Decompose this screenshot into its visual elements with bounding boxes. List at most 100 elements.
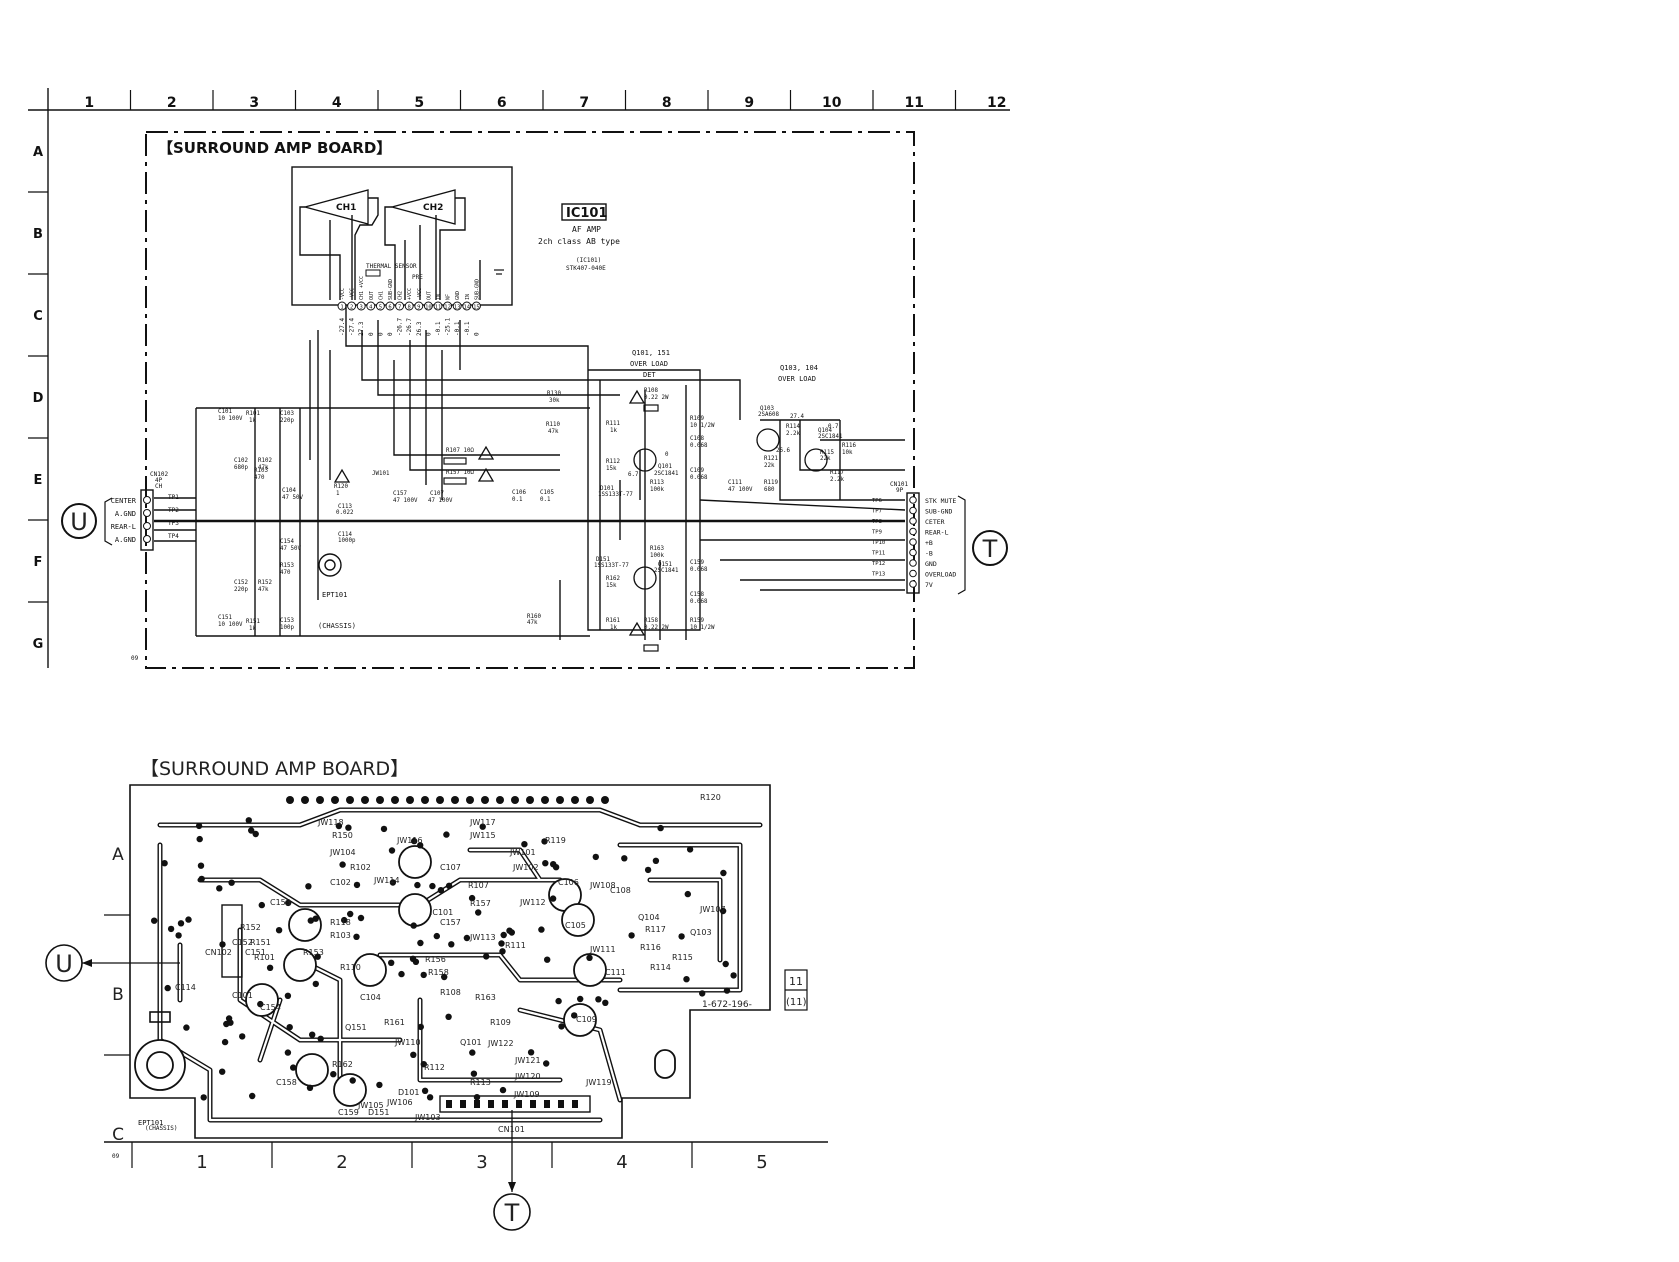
cn102-tp: TP3 (168, 520, 179, 527)
pcb-pad (151, 917, 158, 924)
part-label-c151: C151 (218, 615, 232, 621)
q101-title: Q101, 151 (632, 349, 670, 357)
pcb-grid-row-label: A (112, 845, 124, 865)
pcb-pad (549, 895, 557, 902)
part-label-r116: R116 (842, 443, 856, 449)
part-label-r108: R108 (644, 388, 658, 394)
pcb-pad (406, 796, 414, 804)
ic-pin (395, 301, 405, 311)
pcb-pad (285, 899, 292, 907)
part-label-r113v: 100k (650, 487, 664, 493)
ic101-block: CH1 CH2 THERMAL SENSOR PRE 1-VCC-27.42-V… (291, 166, 513, 336)
ic-pin-number: 1 (340, 305, 343, 311)
part-label-c113v: 0.022 (336, 510, 353, 516)
pcb-pad (185, 916, 192, 923)
part-label-r161: R161 (606, 618, 620, 624)
schematic-wiring (154, 305, 906, 652)
part-label-r159v: 10 1/2W (690, 625, 715, 631)
pcb-pad (284, 992, 292, 999)
part-label-c159: C159 (690, 560, 704, 566)
cn101-pin (909, 538, 917, 546)
part-label-c106v: 0.1 (512, 497, 523, 503)
pcb-grid-row-label: B (112, 985, 124, 1005)
ic-pin-voltage: 0 (473, 332, 480, 336)
pcb-pad (219, 941, 226, 948)
part-label-c109v: 0.068 (690, 475, 708, 481)
pcb-label: R103 (330, 931, 351, 940)
pcb-pad (499, 948, 506, 955)
pcb-pad (475, 909, 482, 916)
pcb-pad (451, 796, 459, 804)
part-label-q103v: 2SA608 (758, 412, 779, 418)
pcb-pad (196, 835, 203, 843)
part-label-r121: R121 (764, 456, 778, 462)
pcb-chassis-label: (CHASSIS) (145, 1125, 178, 1132)
pcb-pad (445, 1013, 452, 1020)
pcb-label: C114 (175, 983, 196, 992)
part-label-r115: R115 (820, 450, 834, 456)
pcb-pad (572, 1100, 578, 1108)
pcb-pad (410, 922, 417, 929)
pcb-pad (420, 1061, 427, 1068)
pcb-pad (446, 1100, 452, 1108)
part-label-r103v: 470 (254, 475, 265, 481)
grid-row-label: A (33, 145, 43, 160)
ic-desc2: 2ch class AB type (538, 237, 620, 246)
part-label-r108v: 0.22 2W (644, 395, 669, 401)
pcb-pad (200, 1094, 207, 1101)
pcb-capacitor (283, 948, 317, 982)
ref-u-label: U (70, 508, 88, 536)
pcb-pad (161, 860, 168, 867)
part-label-d151v: 1SS133T-77 (594, 563, 629, 569)
ic-pin (375, 301, 385, 311)
part-label-v67: 6.7 (628, 472, 639, 478)
cn102-sub: 4P (155, 477, 163, 484)
part-label-c158v: 0.068 (690, 599, 708, 605)
pcb-pad (571, 796, 579, 804)
ref-circle-u (61, 503, 97, 539)
pcb-pad (391, 796, 399, 804)
pcb-ref-circle-t (493, 1193, 531, 1231)
ic-pin (433, 301, 443, 311)
pcb-pad (290, 1064, 297, 1071)
ic-pin (385, 301, 395, 311)
pcb-pad (357, 914, 365, 922)
pcb-pad (398, 970, 405, 978)
ic-part: (IC101) (576, 257, 601, 264)
pcb-pad (380, 825, 388, 833)
part-label-r112: R112 (606, 459, 620, 465)
part-label-r101v: 1k (249, 418, 256, 424)
cn101-tp: TP9 (872, 530, 882, 536)
part-label-r114: R114 (786, 424, 800, 430)
cn101-pin (909, 559, 917, 567)
part-label-c151v: 10 100V (218, 622, 243, 628)
pcb-label: JW103 (414, 1113, 441, 1122)
ic-pin-number: 4 (369, 305, 373, 311)
pcb-label: R151 (250, 938, 271, 947)
grid-row-label: E (34, 473, 43, 488)
part-label-r151: R151 (246, 619, 260, 625)
pcb-label: JW122 (487, 1039, 514, 1048)
part-label-q103: Q103 (760, 406, 774, 412)
ic-pin-number: 15 (473, 305, 480, 311)
pcb-pad (473, 1094, 481, 1101)
cn101-pin (909, 569, 917, 578)
pcb-pad (443, 831, 450, 838)
pcb-capacitor (333, 1073, 367, 1107)
part-label-c153: C153 (280, 618, 294, 624)
ic-pin-name: +VCC (407, 288, 413, 300)
grid-col-label: 9 (744, 95, 754, 111)
pcb-pad (388, 847, 396, 854)
part-label-r107: R107 10Ω (446, 448, 474, 454)
part-label-c109: C109 (690, 468, 704, 474)
pcb-part-no: 1-672-196- (702, 1000, 752, 1010)
ic-pin-voltage: 0 (368, 332, 375, 336)
pcb-pad (316, 796, 324, 804)
grid-col-label: 12 (987, 95, 1006, 111)
pcb-label: R120 (700, 793, 721, 802)
pcb-pad (445, 882, 453, 889)
part-label-v07: 0.7 (828, 424, 839, 430)
cn102-pin (143, 509, 151, 517)
